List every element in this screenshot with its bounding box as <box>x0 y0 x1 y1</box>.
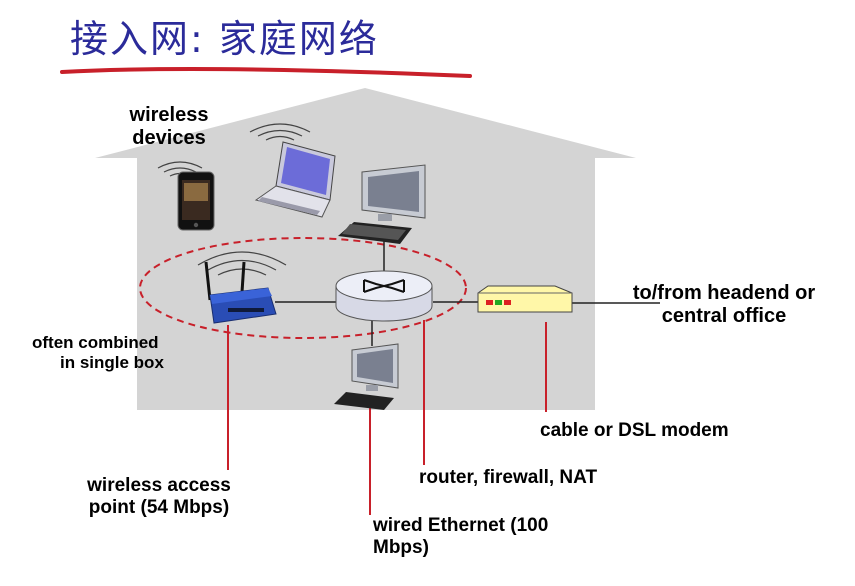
page-title: 接入网: 家庭网络 <box>70 17 379 61</box>
callout-lines <box>227 320 547 515</box>
cable-dsl-modem-icon <box>477 285 573 313</box>
router-firewall-nat-label: router, firewall, NAT <box>419 467 598 488</box>
house-shape <box>95 88 636 410</box>
combined-box-ellipse <box>139 237 467 339</box>
wireless-devices-line-2: devices <box>132 127 206 149</box>
headend-label: to/from headend or central office <box>606 282 842 328</box>
headend-line-1: to/from headend or <box>632 282 816 304</box>
wired-ethernet-line-2: Mbps) <box>373 536 429 558</box>
wireless-devices-line-1: wireless <box>129 104 209 126</box>
headend-line-2: central office <box>661 305 787 327</box>
wireless-access-point-line-1: wireless access <box>87 475 231 496</box>
often-combined-label: often combined in single box <box>32 333 164 372</box>
wireless-access-point-icon <box>197 251 287 324</box>
laptop-icon <box>249 123 336 218</box>
wireless-access-point-label: wireless access point (54 Mbps) <box>72 475 246 519</box>
title-underline <box>60 67 472 78</box>
often-combined-line-2: in single box <box>60 352 164 372</box>
often-combined-line-1: often combined <box>32 333 159 352</box>
wireless-devices-label: wireless devices <box>120 104 218 150</box>
cable-dsl-modem-label: cable or DSL modem <box>540 420 729 441</box>
smartphone-icon <box>157 161 215 231</box>
router-icon <box>335 270 433 322</box>
wireless-access-point-line-2: point (54 Mbps) <box>88 496 230 518</box>
wired-desktop-computer-icon <box>334 343 399 410</box>
wired-ethernet-label: wired Ethernet (100 Mbps) <box>373 515 548 559</box>
wired-ethernet-line-1: wired Ethernet (100 <box>373 515 549 536</box>
desktop-computer-icon <box>338 164 426 244</box>
